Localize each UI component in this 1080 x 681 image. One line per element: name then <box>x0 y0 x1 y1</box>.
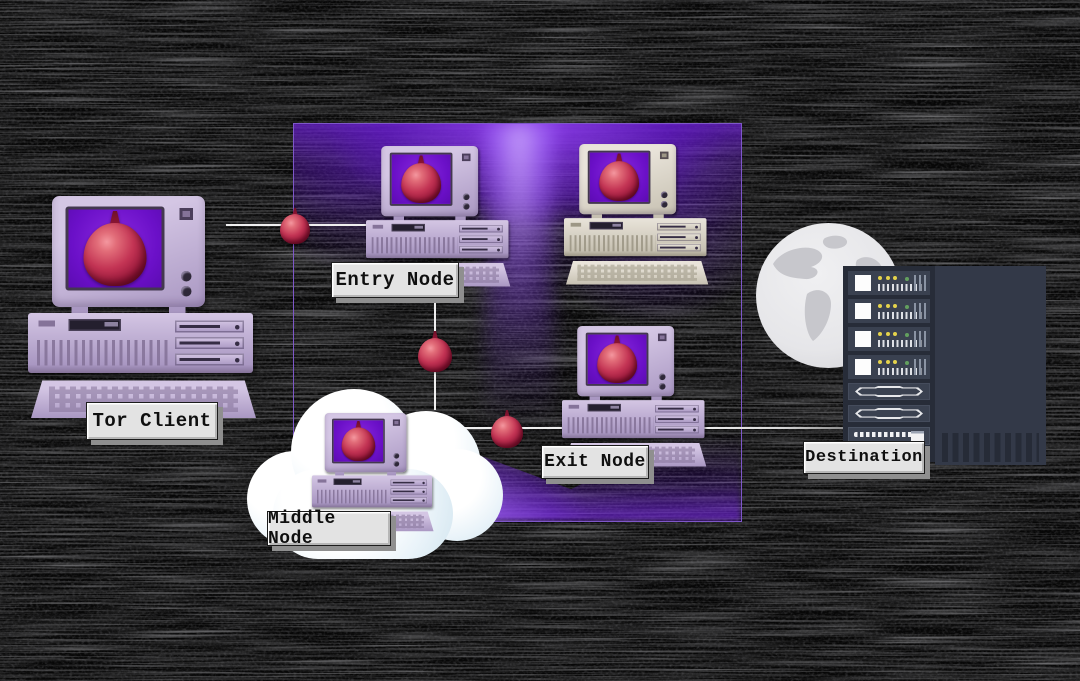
system-unit <box>28 313 253 373</box>
tor-client-computer <box>28 196 256 436</box>
onion-icon <box>341 420 376 462</box>
monitor <box>579 144 677 220</box>
system-unit <box>564 218 707 257</box>
monitor <box>577 326 675 402</box>
monitor-knob <box>181 286 192 297</box>
label-entry-node: Entry Node <box>331 262 459 298</box>
rack-side-panel <box>935 266 1046 465</box>
server-unit <box>848 355 930 379</box>
onion-icon <box>418 331 452 372</box>
rack-front-column <box>843 266 935 462</box>
monitor-knob <box>181 271 192 282</box>
keyboard <box>565 260 709 285</box>
server-unit <box>848 327 930 351</box>
onion-icon <box>280 208 310 244</box>
screen <box>389 152 453 206</box>
server-unit <box>848 299 930 323</box>
screen <box>332 418 385 464</box>
system-unit <box>312 475 432 508</box>
system-unit <box>366 220 509 259</box>
monitor <box>381 146 479 222</box>
label-destination: Destination <box>803 441 925 474</box>
label-exit-node: Exit Node <box>541 445 649 479</box>
screen <box>585 332 649 386</box>
monitor <box>52 196 205 315</box>
monitor-vent <box>179 208 193 220</box>
system-unit <box>562 400 705 439</box>
onion-icon <box>597 335 638 384</box>
label-tor-client: Tor Client <box>86 402 218 440</box>
onion-icon <box>599 153 640 202</box>
drive-tray <box>848 405 930 422</box>
screen <box>65 206 165 291</box>
relay-computer <box>564 144 709 296</box>
rack-vent-slats <box>942 433 1039 462</box>
screen <box>587 150 651 204</box>
onion-icon <box>83 210 147 287</box>
wire-exit-to-destination <box>700 427 847 429</box>
server-unit <box>848 271 930 295</box>
drive-tray <box>848 383 930 400</box>
onion-icon <box>401 155 442 204</box>
onion-icon <box>491 410 523 449</box>
server-rack-icon <box>843 266 1046 465</box>
label-middle-node: Middle Node <box>267 509 391 549</box>
monitor <box>324 413 407 477</box>
